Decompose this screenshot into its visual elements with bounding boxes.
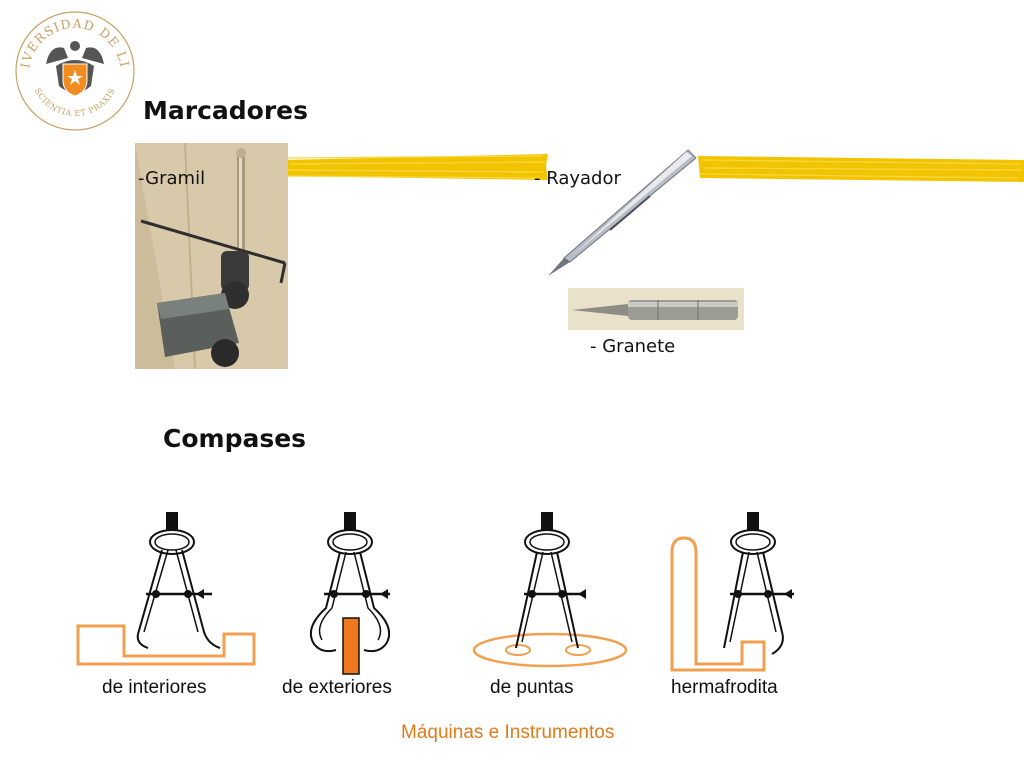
rayador-image: [540, 140, 700, 280]
rayador-label: - Rayador: [534, 168, 621, 189]
compass-label-exteriores: de exteriores: [282, 677, 392, 698]
highlighter-stroke-left: [280, 150, 550, 186]
markers-title: Marcadores: [143, 96, 309, 125]
compass-label-hermafrodita: hermafrodita: [671, 677, 778, 698]
compasses-title: Compases: [163, 424, 307, 453]
compass-label-puntas: de puntas: [490, 677, 574, 698]
gramil-label: -Gramil: [138, 168, 206, 189]
granete-image: [568, 288, 744, 330]
compass-puntas: [470, 508, 630, 672]
footer-title: Máquinas e Instrumentos: [401, 722, 615, 743]
granete-label: - Granete: [590, 336, 676, 357]
gramil-image: [135, 143, 288, 369]
highlighter-stroke-right: [698, 152, 1024, 186]
university-logo: UNIVERSIDAD DE LIMA SCIENTIA ET PRAXIS: [12, 8, 138, 134]
compass-label-interiores: de interiores: [102, 677, 207, 698]
compass-interiores: [72, 508, 262, 668]
compass-hermafrodita: [668, 508, 808, 672]
compass-exteriores: [300, 508, 410, 678]
shield-icon: [62, 63, 88, 97]
